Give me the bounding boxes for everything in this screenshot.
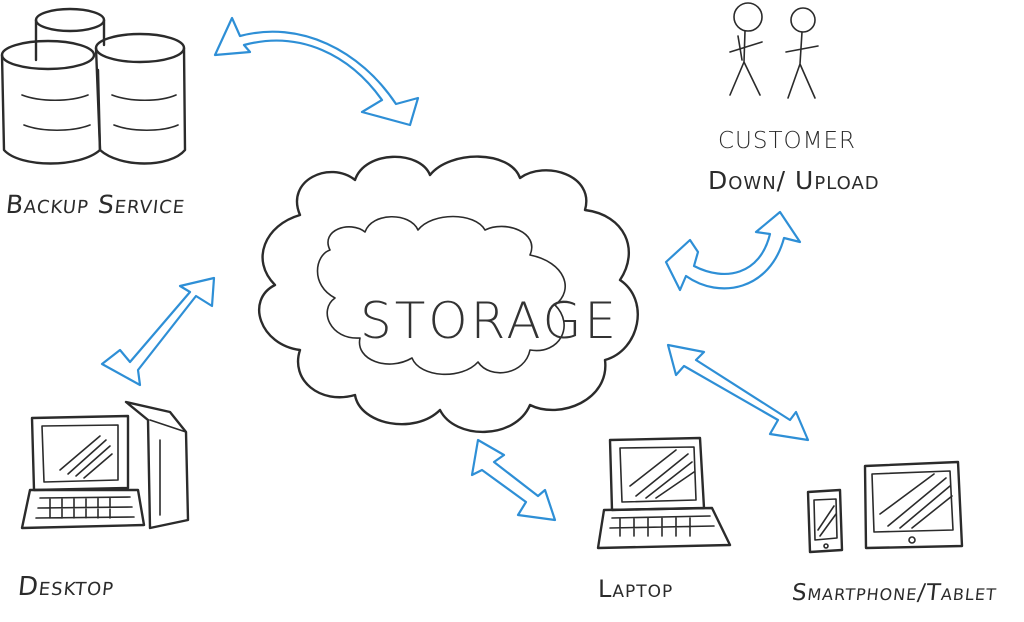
- stick-figures-icon: [729, 2, 819, 99]
- download-upload-label: Down/ Upload: [708, 166, 880, 195]
- database-icon: [0, 7, 187, 165]
- arrow-desktop-storage: [100, 276, 216, 387]
- arrow-laptop-storage: [470, 438, 557, 522]
- desktop-computer-icon: [20, 400, 190, 530]
- arrow-backup-storage: [213, 16, 420, 127]
- laptop-label: Laptop: [598, 575, 674, 603]
- arrow-tablet-storage: [666, 343, 810, 442]
- desktop-label: Desktop: [16, 572, 116, 602]
- smartphone-icon: [806, 488, 844, 554]
- storage-label: STORAGE: [360, 292, 620, 350]
- customer-label: CUSTOMER: [718, 128, 857, 154]
- smartphone-tablet-label: Smartphone/Tablet: [790, 580, 999, 606]
- cloud-icon: [258, 155, 639, 434]
- arrow-customer-storage: [664, 210, 802, 292]
- tablet-icon: [863, 460, 964, 550]
- backup-service-label: Backup Service: [4, 190, 187, 219]
- laptop-icon: [596, 436, 732, 550]
